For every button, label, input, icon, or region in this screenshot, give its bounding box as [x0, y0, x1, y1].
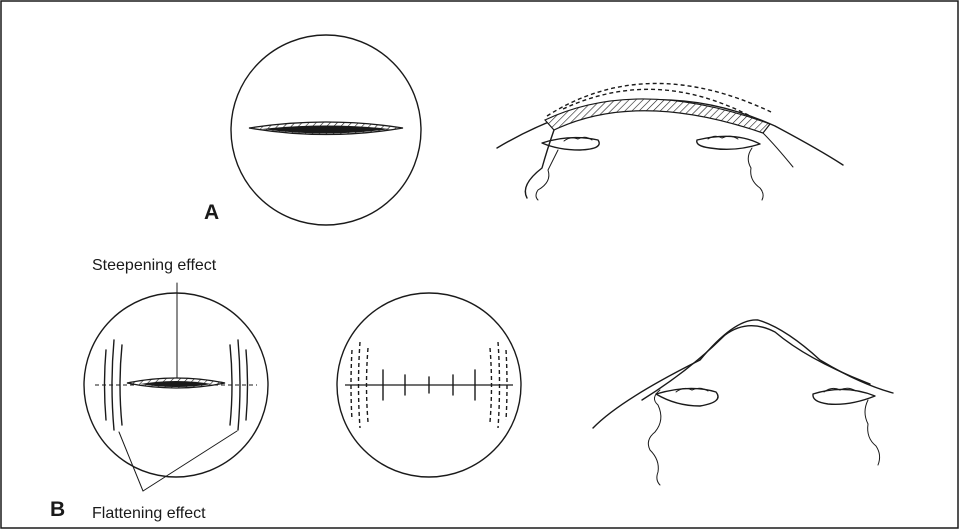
- flattening-leader-line-right: [143, 431, 237, 491]
- panel-b-left-flattening-sutures: [105, 340, 123, 430]
- panel-a-label: A: [204, 201, 219, 224]
- panel-b-side-view: [593, 320, 893, 485]
- panel-b-right-ciliary-body: [865, 400, 880, 465]
- panel-b-outer-cornea-curve: [593, 320, 893, 428]
- steepening-effect-label: Steepening effect: [92, 257, 217, 274]
- panel-b: Steepening effect Flattening effect B: [50, 257, 893, 522]
- panel-b-right-iris: [813, 389, 875, 404]
- panel-a-front-view: [231, 35, 421, 225]
- panel-b-front-view-wedge: [84, 283, 268, 491]
- panel-b-left-iris: [656, 388, 718, 406]
- flattening-effect-label: Flattening effect: [92, 505, 206, 522]
- panel-b-label: B: [50, 498, 65, 521]
- suture-arc: [120, 345, 122, 425]
- flattening-leader-line-left: [119, 432, 143, 491]
- panel-a-side-view: [497, 83, 843, 200]
- panel-a-excised-tissue: [545, 99, 770, 133]
- panel-a-left-ciliary-body: [536, 150, 558, 200]
- suture-arc: [246, 350, 248, 420]
- panel-b-left-ciliary-body: [648, 390, 661, 485]
- panel-b-front-view-sutured: [337, 293, 521, 477]
- panel-a-right-iris: [697, 136, 760, 149]
- panel-a-right-ciliary-body: [748, 148, 763, 200]
- panel-a-right-limbus: [763, 133, 793, 167]
- panel-a: A: [204, 35, 843, 225]
